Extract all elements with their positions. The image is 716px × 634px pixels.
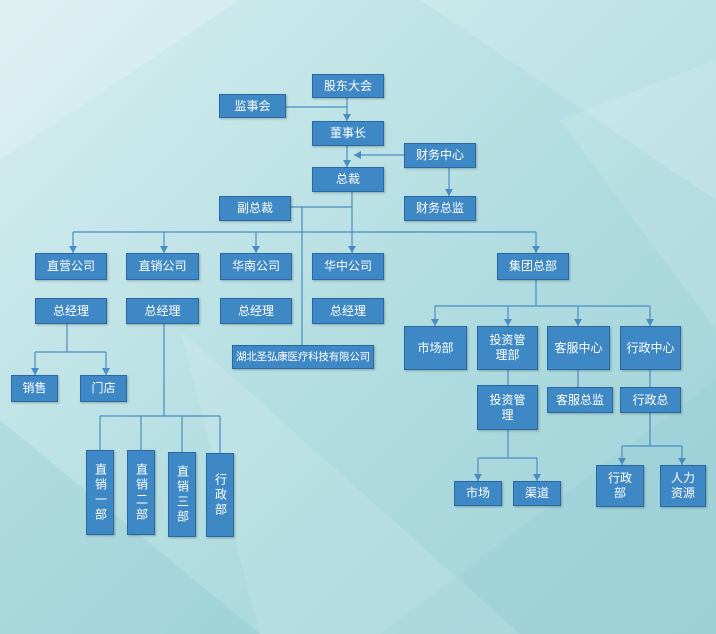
node-admin-head: 行政总 [620,387,681,413]
node-direct-sales-dept-2: 直销二部 [127,450,155,535]
node-customer-service-director: 客服总监 [547,387,613,413]
node-admin-dept-hq: 行政部 [596,465,644,507]
node-general-manager-1: 总经理 [35,298,107,324]
node-chairman: 董事长 [312,121,384,146]
node-hubei-subsidiary: 湖北圣弘康医疗科技有限公司 [232,345,374,369]
node-supervisory-board: 监事会 [219,94,286,118]
node-direct-sales-dept-3: 直销三部 [168,452,196,537]
node-central-china-company: 华中公司 [312,253,384,280]
node-group-headquarters: 集团总部 [497,253,569,280]
node-admin-dept-sales: 行政部 [206,453,234,537]
node-south-china-company: 华南公司 [220,253,292,280]
node-finance-director: 财务总监 [404,196,476,221]
node-store: 门店 [80,375,127,402]
node-admin-center: 行政中心 [620,326,681,370]
node-direct-operation-company: 直营公司 [35,253,107,280]
node-direct-sales-dept-1: 直销一部 [86,450,114,535]
node-general-manager-2: 总经理 [126,298,199,324]
node-vice-president: 副总裁 [219,196,291,221]
node-sales: 销售 [11,375,58,402]
node-direct-sales-company: 直销公司 [126,253,199,280]
node-shareholders-meeting: 股东大会 [312,74,384,98]
node-marketing-dept: 市场部 [404,326,467,370]
node-investment-management: 投资管理 [477,385,538,430]
node-customer-service-center: 客服中心 [547,326,610,370]
node-general-manager-4: 总经理 [312,298,384,324]
node-channel: 渠道 [513,481,561,506]
node-finance-center: 财务中心 [404,143,476,168]
node-market: 市场 [454,481,502,506]
node-president: 总裁 [312,167,384,192]
node-investment-management-dept: 投资管理部 [477,326,538,370]
node-human-resources: 人力资源 [660,465,706,507]
node-general-manager-3: 总经理 [220,298,292,324]
